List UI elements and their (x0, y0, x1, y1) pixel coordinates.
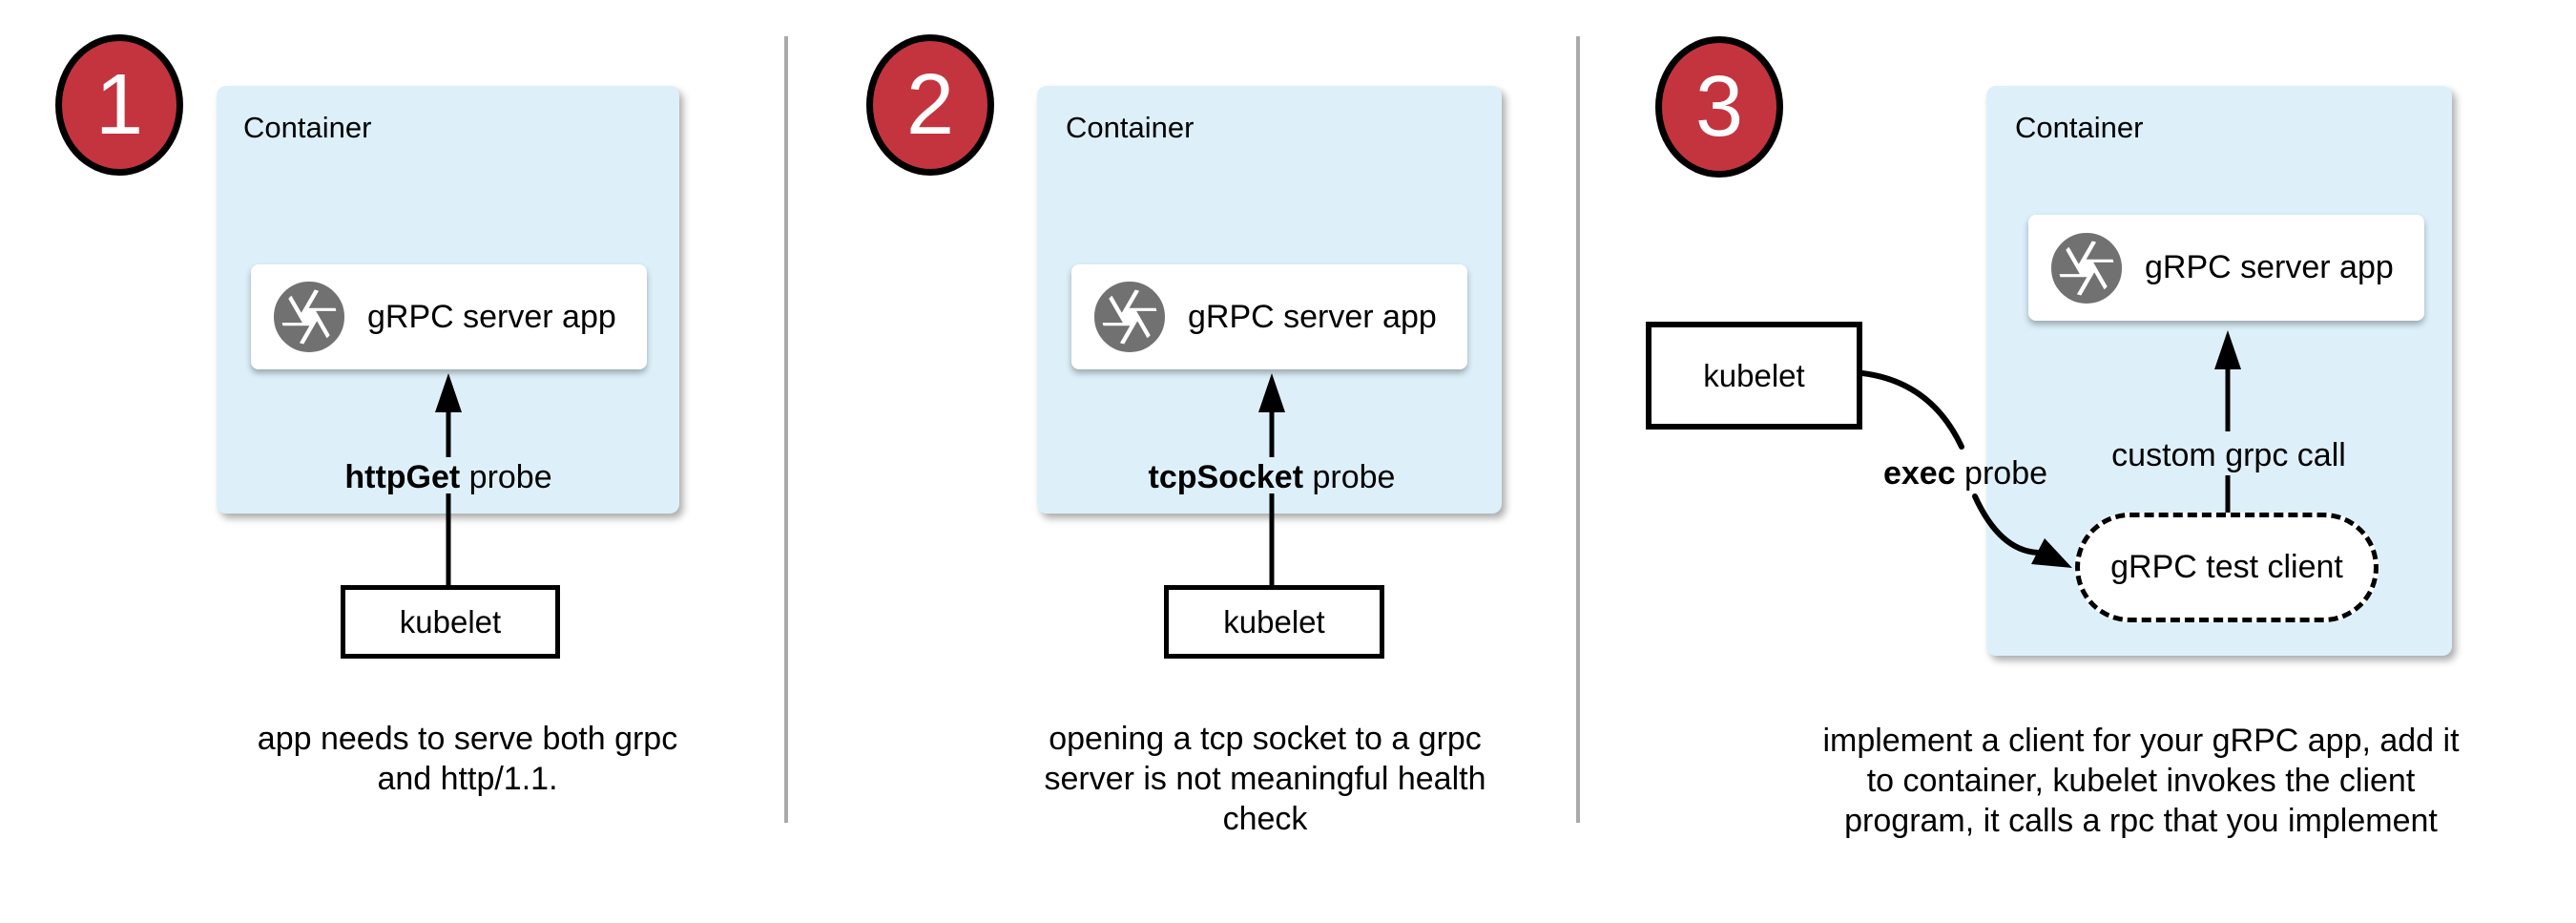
grpc-server-app-box-3: gRPC server app (2028, 215, 2424, 321)
caption-line: to container, kubelet invokes the client (1866, 763, 2416, 799)
grpc-server-app-label: gRPC server app (367, 298, 616, 335)
exec-arrow-upper (1859, 370, 1964, 450)
step-number: 3 (1694, 59, 1744, 155)
probe-keyword: httpGet (344, 459, 461, 495)
probe-label-3: exec probe (1822, 455, 2109, 493)
grpc-server-app-label: gRPC server app (1188, 298, 1437, 335)
kubelet-box-1: kubelet (341, 585, 560, 659)
caption-line: app needs to serve both grpc (257, 721, 678, 757)
caption-line: and http/1.1. (377, 761, 558, 797)
aperture-icon (2051, 232, 2122, 304)
grpc-test-client-label: gRPC test client (2110, 549, 2343, 585)
custom-grpc-call-label: custom grpc call (2111, 437, 2346, 473)
probe-label-2: tcpSocket probe (1081, 459, 1463, 496)
caption-line: server is not meaningful health (1044, 761, 1486, 797)
aperture-icon (274, 282, 344, 352)
caption-line: opening a tcp socket to a grpc (1049, 721, 1482, 757)
kubelet-box-2: kubelet (1164, 585, 1384, 659)
container-label-3: Container (2015, 111, 2144, 144)
grpc-server-app-box-2: gRPC server app (1071, 264, 1467, 369)
aperture-icon (1094, 282, 1165, 352)
step-badge-3: 3 (1655, 36, 1783, 178)
probe-rest: probe (460, 459, 552, 495)
panel-divider-2 (1576, 36, 1580, 823)
grpc-server-app-label: gRPC server app (2145, 249, 2394, 285)
probe-label-1: httpGet probe (258, 459, 639, 496)
panel-divider-1 (784, 36, 788, 823)
probe-rest: probe (1303, 459, 1396, 495)
step-badge-1: 1 (55, 34, 183, 176)
step-badge-2: 2 (866, 34, 994, 176)
step-number: 1 (94, 57, 144, 153)
caption-3: implement a client for your gRPC app, ad… (1783, 721, 2499, 841)
caption-line: program, it calls a rpc that you impleme… (1844, 803, 2438, 839)
kubelet-label: kubelet (399, 603, 502, 640)
caption-1: app needs to serve both grpc and http/1.… (134, 719, 801, 799)
container-label-1: Container (243, 111, 372, 144)
probe-keyword: tcpSocket (1148, 459, 1304, 495)
probe-keyword: exec (1882, 455, 1956, 492)
kubelet-label: kubelet (1223, 603, 1325, 640)
caption-line: implement a client for your gRPC app, ad… (1822, 723, 2460, 759)
container-label-2: Container (1066, 111, 1195, 144)
probe-rest: probe (1955, 455, 2048, 492)
grpc-test-client-node: gRPC test client (2075, 513, 2379, 622)
grpc-server-app-box-1: gRPC server app (251, 264, 647, 369)
kubelet-box-3: kubelet (1646, 322, 1862, 430)
caption-line: check (1222, 801, 1308, 837)
step-number: 2 (905, 57, 955, 153)
caption-2: opening a tcp socket to a grpc server is… (931, 719, 1599, 839)
kubelet-label: kubelet (1703, 357, 1805, 393)
